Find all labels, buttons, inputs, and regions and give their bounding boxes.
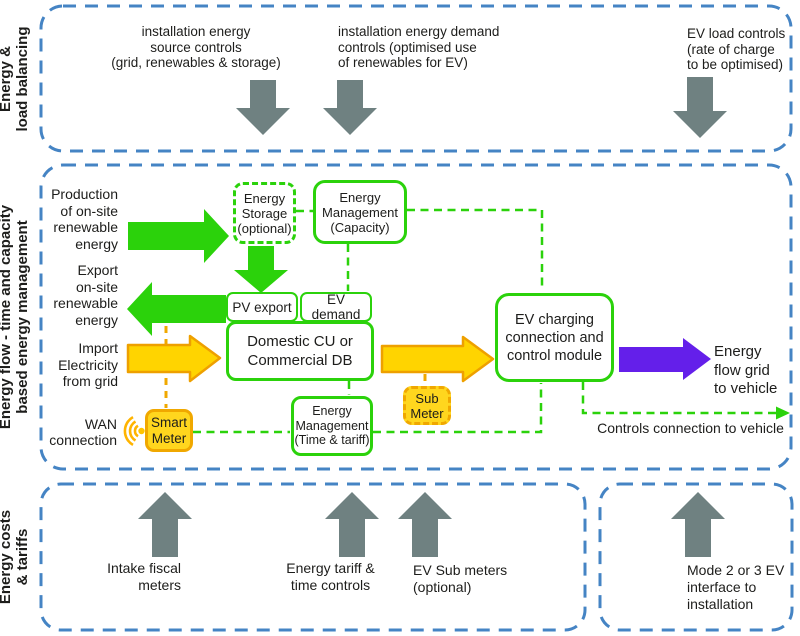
export-label: Export on-site renewable energy	[53, 262, 118, 328]
ev-sub-meters-up-arrow	[398, 492, 452, 557]
pv-export-box: PV export	[226, 292, 298, 322]
import-label: Import Electricity from grid	[58, 340, 118, 389]
source-controls-down-arrow	[236, 80, 290, 135]
bottom-band-side-label: Energy costs & tariffs	[0, 509, 31, 605]
em-time-tariff-box: Energy Management (Time & tariff)	[291, 396, 373, 456]
intake-fiscal-label: Intake fiscal meters	[107, 560, 181, 593]
source-controls-label: installation energy source controls (gri…	[111, 24, 281, 70]
top-band-side-label: Energy & load balancing	[0, 26, 31, 132]
ev-sub-meters-label: EV Sub meters (optional)	[413, 562, 508, 595]
storage-to-pv-down-arrow	[234, 246, 288, 293]
em-time-to-ev-charging-line	[373, 383, 543, 434]
bottom-left-band-border	[39, 482, 587, 632]
smart-meter-box: Smart Meter	[145, 409, 193, 452]
mode-interface-label: Mode 2 or 3 EV interface to installation	[687, 562, 785, 612]
production-label: Production of on-site renewable energy	[51, 186, 118, 252]
wan-wifi-icon	[123, 415, 145, 447]
demand-controls-label: installation energy demand controls (opt…	[338, 24, 500, 70]
domestic-cu-box: Domestic CU or Commercial DB	[226, 321, 374, 381]
ev-demand-box: EV demand	[300, 292, 372, 322]
import-grid-right-arrow	[126, 334, 222, 383]
grid-to-vehicle-arrow	[619, 338, 711, 380]
ev-load-controls-down-arrow	[673, 77, 727, 138]
export-left-arrow	[127, 282, 226, 336]
production-right-arrow	[128, 209, 229, 263]
ev-load-controls-label: EV load controls (rate of charge to be o…	[687, 26, 786, 72]
energy-tariff-up-arrow	[325, 492, 379, 557]
wan-connection-label: WAN connection	[49, 416, 117, 448]
energy-storage-box: Energy Storage (optional)	[233, 182, 296, 244]
controls-connection-label: Controls connection to vehicle	[597, 420, 784, 436]
demand-controls-down-arrow	[323, 80, 377, 135]
controls-to-vehicle-arrowhead	[776, 406, 790, 420]
em-capacity-to-ev-charging-line	[407, 208, 544, 291]
intake-fiscal-up-arrow	[138, 492, 192, 557]
ev-charging-box: EV charging connection and control modul…	[495, 293, 614, 382]
energy-flow-grid-label: Energy flow grid to vehicle	[714, 343, 778, 397]
energy-tariff-label: Energy tariff & time controls	[286, 560, 375, 593]
sub-meter-box: Sub Meter	[403, 386, 451, 425]
cu-to-ev-charging-arrow	[380, 335, 495, 383]
mode-interface-up-arrow	[671, 492, 725, 557]
em-capacity-box: Energy Management (Capacity)	[313, 180, 407, 244]
